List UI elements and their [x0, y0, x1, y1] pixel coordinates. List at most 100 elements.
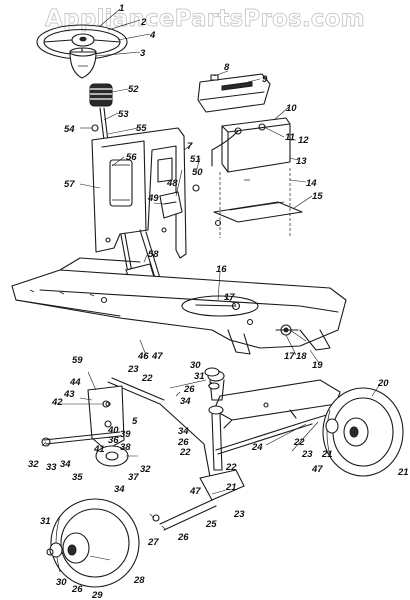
callout-36: 36: [108, 435, 119, 446]
battery-tray: [213, 168, 303, 238]
callout-26-bottom: 26: [71, 584, 83, 595]
callout-56: 56: [126, 152, 137, 163]
steering-hub-cap: [69, 47, 97, 79]
callout-53: 53: [118, 109, 129, 120]
callout-16: 16: [216, 264, 227, 275]
spindle-right: [199, 370, 245, 501]
pedal-bracket: [159, 184, 200, 219]
dash-panel: [91, 127, 187, 259]
callout-39: 39: [120, 429, 131, 440]
callout-42: 42: [51, 397, 63, 408]
front-axle: [213, 379, 341, 429]
callout-17-right: 17: [284, 351, 295, 362]
steering-gear-bracket: [87, 385, 125, 451]
callout-58: 58: [148, 249, 159, 260]
callout-43: 43: [63, 389, 75, 400]
callout-19: 19: [312, 360, 323, 371]
callout-26-top: 26: [183, 384, 195, 395]
callout-34-mid: 34: [178, 426, 189, 437]
callout-14: 14: [306, 178, 317, 189]
callout-22-low: 22: [225, 462, 237, 473]
callout-35: 35: [72, 472, 83, 483]
callout-labels: 1 2 3 4 52 8 9 10 11 12 13 14 15 53 54 5…: [28, 3, 409, 600]
main-frame: [11, 257, 347, 355]
callout-21-low: 21: [225, 482, 237, 493]
callout-13: 13: [296, 156, 307, 167]
front-wheel-right: [322, 387, 404, 477]
callout-40: 40: [107, 425, 119, 436]
callout-21-far: 21: [397, 467, 409, 478]
axle-shaft: [152, 499, 217, 531]
callout-10: 10: [286, 103, 297, 114]
callout-48: 48: [166, 178, 178, 189]
callout-34-top: 34: [180, 396, 191, 407]
callout-23-right: 23: [301, 449, 313, 460]
callout-11: 11: [285, 132, 295, 143]
callout-26-mid: 26: [177, 437, 189, 448]
callout-54: 54: [64, 124, 75, 135]
callout-41: 41: [93, 444, 105, 455]
callout-27: 27: [147, 537, 159, 548]
callout-51: 51: [190, 154, 201, 165]
callout-12: 12: [298, 135, 309, 146]
callout-30-top: 30: [190, 360, 201, 371]
battery-cap: [210, 74, 219, 81]
callout-4: 4: [149, 30, 156, 41]
callout-34-wheel: 34: [114, 484, 125, 495]
callout-17-top: 17: [224, 292, 235, 303]
callout-52: 52: [128, 84, 139, 95]
callout-29: 29: [91, 590, 103, 600]
callout-3: 3: [140, 48, 146, 59]
callout-50: 50: [192, 167, 203, 178]
front-wheel-left: [50, 498, 140, 588]
callout-26-low: 26: [177, 532, 189, 543]
callout-32-left: 32: [28, 459, 39, 470]
callout-44: 44: [69, 377, 81, 388]
callout-2: 2: [140, 17, 147, 28]
steering-bellows: [89, 83, 113, 107]
callout-5: 5: [132, 416, 138, 427]
callout-9: 9: [262, 74, 268, 85]
callout-37: 37: [128, 472, 139, 483]
callout-47-low: 47: [189, 486, 201, 497]
battery-cover: [197, 73, 271, 113]
callout-23-top: 23: [127, 364, 139, 375]
callout-49: 49: [147, 193, 159, 204]
callout-31-low: 31: [40, 516, 51, 527]
frame-bolt: [195, 301, 241, 311]
callout-22-mid: 22: [179, 447, 191, 458]
watermark-text: AppliancePartsPros.com: [45, 6, 365, 32]
callout-21-right: 21: [321, 449, 333, 460]
callout-25: 25: [205, 519, 217, 530]
callout-47-right: 47: [311, 464, 323, 475]
callout-1: 1: [119, 3, 124, 14]
callout-8: 8: [224, 62, 230, 73]
callout-22-right: 22: [293, 437, 305, 448]
leader-lines: [41, 8, 381, 561]
callout-20: 20: [377, 378, 389, 389]
callout-59: 59: [72, 355, 83, 366]
battery-bolt: [214, 179, 250, 227]
callout-28: 28: [133, 575, 145, 586]
callout-15: 15: [312, 191, 323, 202]
steering-gear-shaft: [41, 401, 121, 447]
callout-30-low: 30: [56, 577, 67, 588]
callout-31-top: 31: [194, 371, 205, 382]
callout-33: 33: [46, 462, 57, 473]
callout-57: 57: [64, 179, 75, 190]
callout-55: 55: [136, 123, 147, 134]
callout-18: 18: [296, 351, 307, 362]
callout-24: 24: [251, 442, 263, 453]
callout-38: 38: [120, 442, 131, 453]
callout-7: 7: [187, 141, 193, 152]
callout-46: 46: [137, 351, 149, 362]
drag-link: [107, 377, 213, 489]
callout-23-low: 23: [233, 509, 245, 520]
callout-34-left: 34: [60, 459, 71, 470]
battery: [211, 117, 291, 173]
callout-32-mid: 32: [140, 464, 151, 475]
callout-47-mid: 47: [151, 351, 163, 362]
callout-22-top: 22: [141, 373, 153, 384]
wheel-hub-hardware: [46, 367, 339, 558]
